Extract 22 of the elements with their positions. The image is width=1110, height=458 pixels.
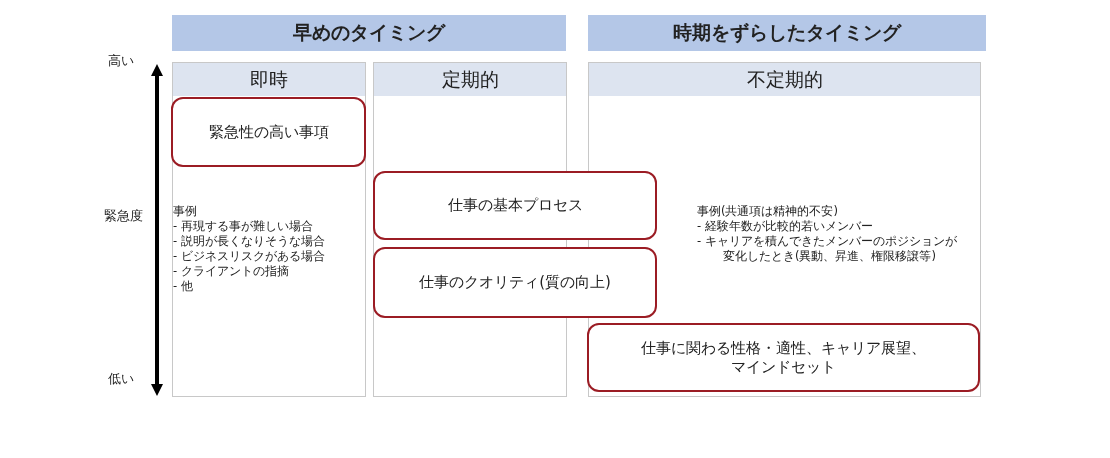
topic-box: 仕事のクオリティ(質の向上) (373, 247, 657, 318)
topic-box: 仕事に関わる性格・適性、キャリア展望、マインドセット (587, 323, 980, 392)
axis-label: 低い (108, 370, 134, 388)
example-list-item: - 説明が長くなりそうな場合 (173, 234, 326, 249)
timing-header-band: 早めのタイミング (172, 15, 566, 51)
example-heading: 事例 (173, 204, 198, 219)
timing-header-band: 時期をずらしたタイミング (588, 15, 986, 51)
column-heading: 不定期的 (589, 63, 980, 96)
example-list-item: - 他 (173, 279, 194, 294)
example-list-item: - ビジネスリスクがある場合 (173, 249, 326, 264)
column-heading: 定期的 (374, 63, 566, 96)
axis-label: 高い (108, 52, 134, 70)
example-list-item: - 経験年数が比較的若いメンバー (697, 219, 874, 234)
example-list-item: - 再現する事が難しい場合 (173, 219, 314, 234)
example-list-item: - クライアントの指摘 (173, 264, 290, 279)
topic-box: 仕事の基本プロセス (373, 171, 657, 240)
topic-box: 緊急性の高い事項 (171, 97, 366, 167)
column-panel (172, 62, 366, 397)
axis-label: 緊急度 (104, 207, 143, 225)
example-list-item: - キャリアを積んできたメンバーのポジションが変化したとき(異動、昇進、権限移譲等) (697, 234, 958, 264)
column-heading: 即時 (173, 63, 365, 96)
example-heading: 事例(共通項は精神的不安) (697, 204, 839, 219)
